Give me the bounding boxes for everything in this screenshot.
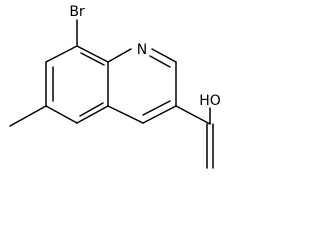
molecule-structure: Br N HO bbox=[9, 4, 221, 169]
bond-c8a-n1 bbox=[107, 48, 132, 63]
bond-c8-c7 bbox=[45, 45, 78, 63]
atom-label-bromine: Br bbox=[69, 4, 85, 20]
atom-labels: Br N HO bbox=[69, 4, 220, 109]
bond-lines bbox=[9, 19, 214, 169]
bond-c8a-c8a-inner bbox=[80, 52, 105, 66]
bond-c3-c4-inner bbox=[142, 100, 171, 116]
bond-c4-c4a bbox=[107, 105, 144, 124]
atom-label-hydroxyl: HO bbox=[199, 93, 221, 109]
bond-n1-c2 bbox=[151, 48, 177, 63]
bond-c6-methyl bbox=[9, 105, 47, 127]
bond-c3-cooh bbox=[175, 105, 211, 125]
bond-c8-c8a bbox=[76, 45, 109, 63]
bond-n1-c2-inner bbox=[149, 55, 171, 68]
bond-c3-c4 bbox=[142, 105, 177, 124]
atom-label-nitrogen: N bbox=[137, 42, 147, 58]
bond-c6-c5 bbox=[45, 105, 78, 124]
bond-c5-c4a bbox=[76, 105, 109, 124]
bond-c5-c4a-inner bbox=[79, 102, 104, 117]
